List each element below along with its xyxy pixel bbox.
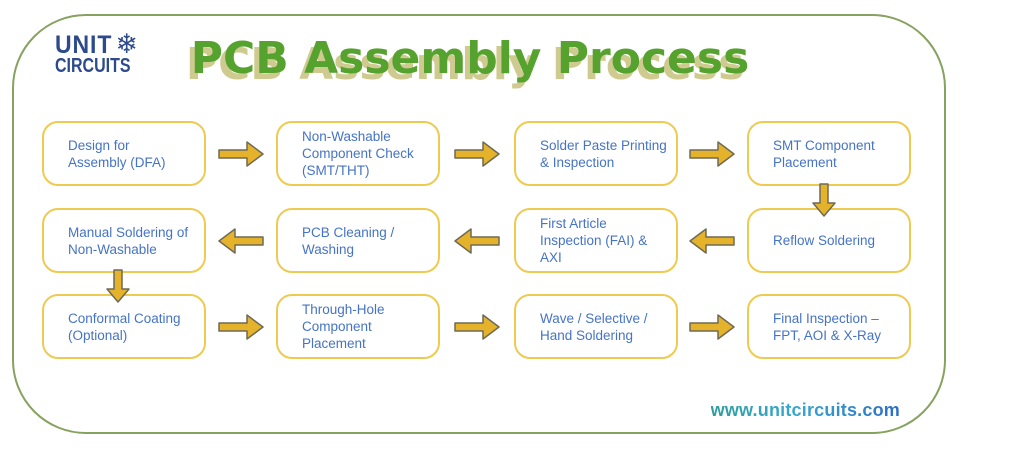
process-box-label: Solder Paste Printing & Inspection: [540, 137, 667, 170]
logo-word-circuits: CIRCUITS: [55, 55, 131, 77]
flow-arrow-right-icon: [454, 141, 500, 167]
process-box-final-inspection: Final Inspection – FPT, AOI & X-Ray: [747, 294, 911, 359]
logo-word-unit: UNIT: [55, 31, 113, 59]
process-box-label: Non-Washable Component Check (SMT/THT): [302, 129, 414, 178]
process-box-solder-paste: Solder Paste Printing & Inspection: [514, 121, 678, 186]
website-url: www.unitcircuits.com: [710, 400, 900, 420]
flow-arrow-right-icon: [218, 141, 264, 167]
process-box-label: SMT Component Placement: [773, 137, 875, 170]
flow-arrow-down-icon: [812, 183, 836, 217]
flow-arrow-right-icon: [218, 314, 264, 340]
process-box-label: Wave / Selective / Hand Soldering: [540, 310, 648, 343]
flow-arrow-left-icon: [218, 228, 264, 254]
process-box-non-washable-check: Non-Washable Component Check (SMT/THT): [276, 121, 440, 186]
process-box-label: Reflow Soldering: [773, 233, 876, 248]
process-box-label: Conformal Coating (Optional): [68, 310, 181, 343]
process-box-smt-placement: SMT Component Placement: [747, 121, 911, 186]
process-box-dfa: Design for Assembly (DFA): [42, 121, 206, 186]
process-box-fai-axi: First Article Inspection (FAI) & AXI: [514, 208, 678, 273]
process-box-label: PCB Cleaning / Washing: [302, 224, 395, 257]
process-box-label: Through-Hole Component Placement: [302, 302, 385, 351]
process-box-label: Design for Assembly (DFA): [68, 137, 166, 170]
page-title: PCB Assembly Process: [190, 33, 750, 84]
flow-arrow-left-icon: [454, 228, 500, 254]
process-box-wave-soldering: Wave / Selective / Hand Soldering: [514, 294, 678, 359]
logo-top-row: UNIT ❄: [55, 31, 149, 60]
process-box-label: Manual Soldering of Non-Washable: [68, 224, 189, 257]
flow-arrow-right-icon: [689, 314, 735, 340]
flow-arrow-left-icon: [689, 228, 735, 254]
flow-arrow-right-icon: [454, 314, 500, 340]
process-box-through-hole: Through-Hole Component Placement: [276, 294, 440, 359]
process-box-label: First Article Inspection (FAI) & AXI: [540, 216, 648, 265]
snowflake-icon: ❄: [115, 28, 138, 60]
process-box-reflow: Reflow Soldering: [747, 208, 911, 273]
process-box-manual-soldering: Manual Soldering of Non-Washable: [42, 208, 206, 273]
company-logo: UNIT ❄ CIRCUITS: [55, 31, 149, 78]
flow-arrow-right-icon: [689, 141, 735, 167]
flow-arrow-down-icon: [106, 269, 130, 303]
process-box-pcb-cleaning: PCB Cleaning / Washing: [276, 208, 440, 273]
process-box-conformal: Conformal Coating (Optional): [42, 294, 206, 359]
process-box-label: Final Inspection – FPT, AOI & X-Ray: [773, 310, 882, 343]
